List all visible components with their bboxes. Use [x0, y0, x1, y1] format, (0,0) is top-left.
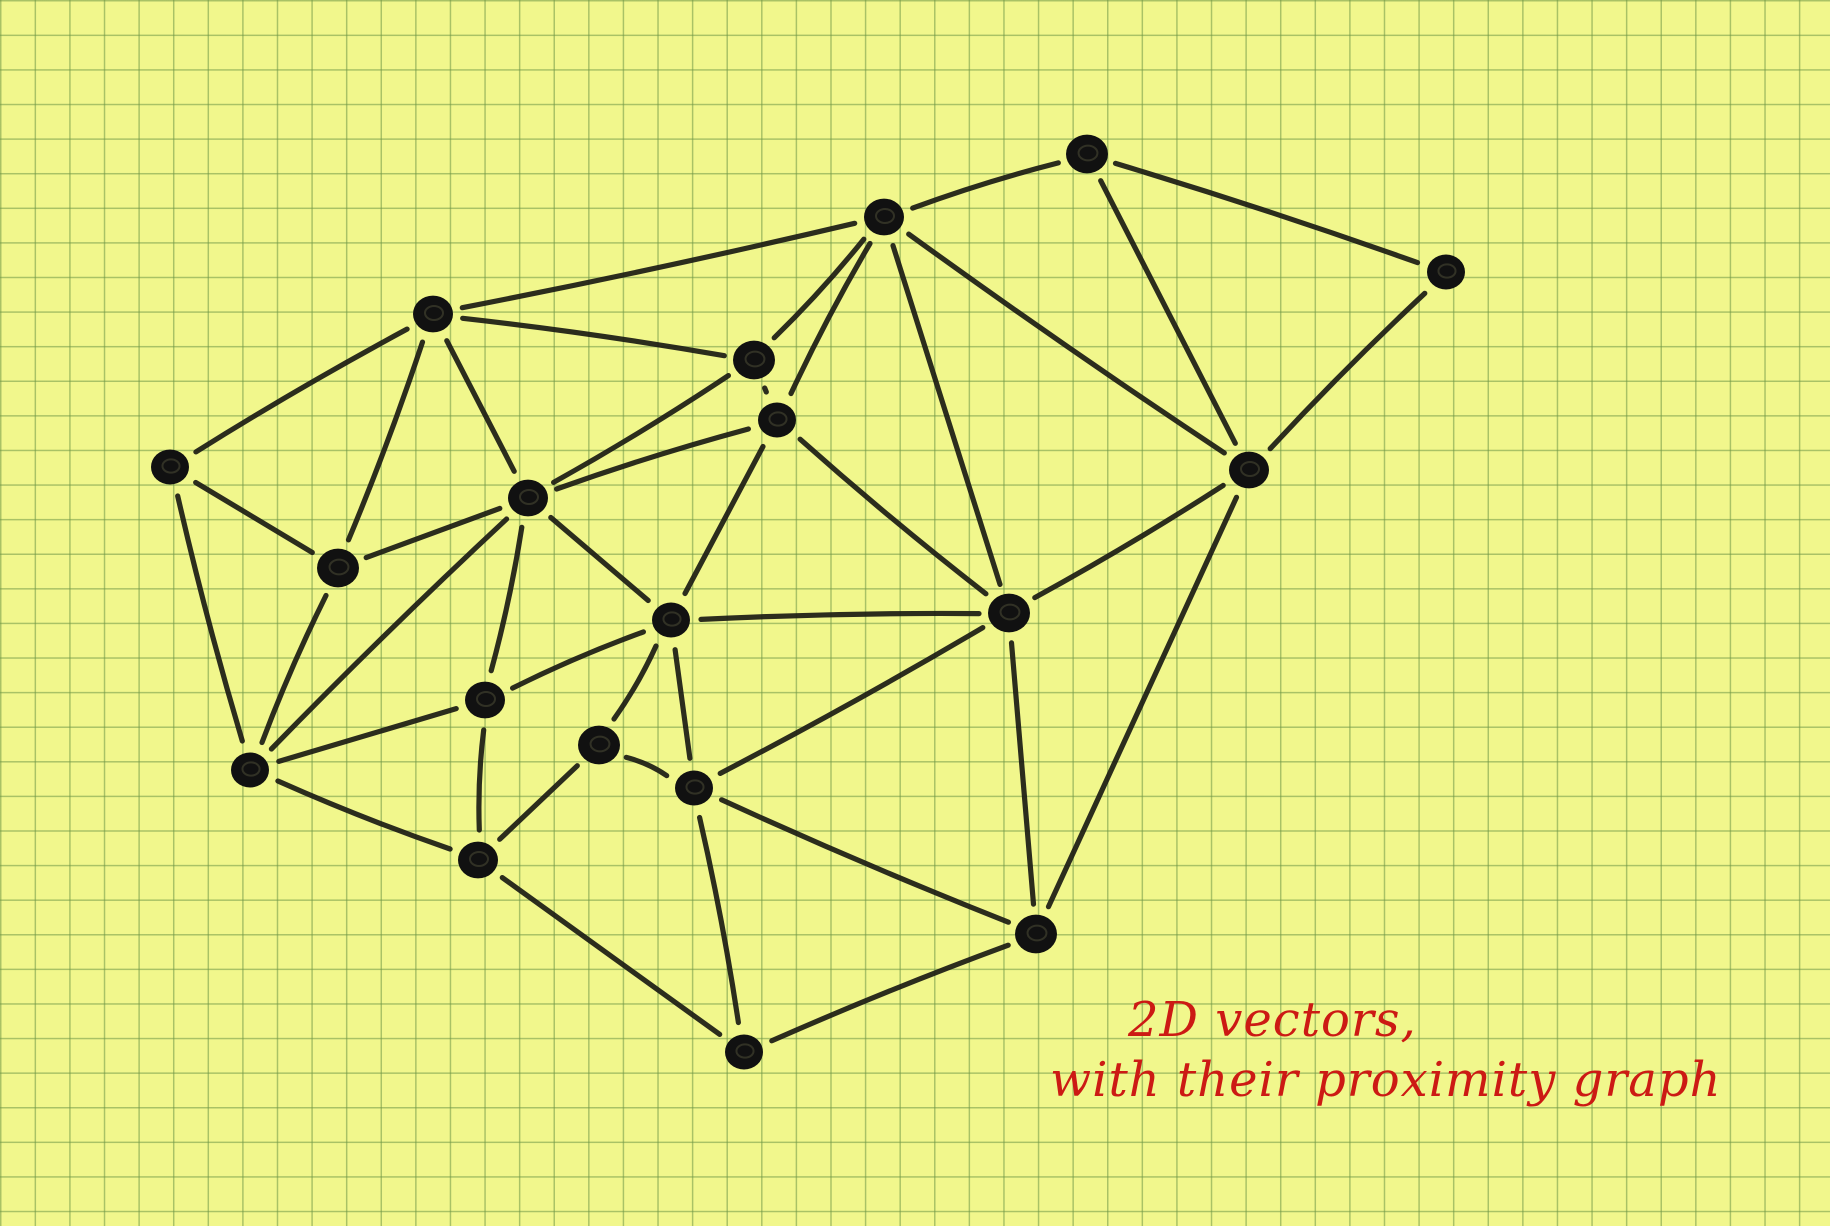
- graph-edge: [682, 443, 766, 597]
- vector-point: [1066, 134, 1108, 174]
- graph-edge: [193, 326, 410, 455]
- vector-point: [1427, 254, 1465, 290]
- caption-line-2: with their proximity graph: [1050, 1052, 1722, 1108]
- graph-edge: [910, 160, 1061, 211]
- graph-edge: [259, 592, 329, 746]
- vector-point: [725, 1034, 763, 1070]
- graph-edge: [510, 629, 646, 691]
- vector-point: [317, 548, 359, 588]
- vector-point: [652, 602, 690, 638]
- vector-point: [864, 198, 904, 236]
- graph-edge: [275, 778, 453, 852]
- vector-point: [413, 295, 453, 333]
- graph-nodes: [151, 134, 1465, 1070]
- graph-edge: [890, 243, 1003, 587]
- graph-edge: [268, 516, 510, 752]
- vector-point: [988, 593, 1030, 633]
- vector-point: [758, 402, 796, 438]
- graph-edge: [906, 231, 1227, 456]
- graph-edge: [488, 524, 525, 674]
- graph-edge: [345, 339, 426, 543]
- vector-point: [508, 479, 548, 517]
- graph-edge: [175, 493, 245, 744]
- graph-edge: [499, 875, 723, 1037]
- vector-point: [465, 681, 505, 719]
- caption-line-1: 2D vectors,: [1128, 992, 1417, 1048]
- graph-edges: [175, 160, 1428, 1044]
- graph-edge: [444, 338, 517, 474]
- graph-edge: [276, 706, 459, 764]
- graph-edge: [497, 763, 580, 842]
- graph-edge: [459, 220, 858, 311]
- graph-edge: [460, 315, 727, 359]
- graph-edge: [771, 236, 867, 341]
- vector-point: [1229, 451, 1269, 489]
- graph-edge: [548, 514, 651, 604]
- graph-edge: [762, 385, 769, 395]
- graph-edge: [717, 625, 986, 776]
- graph-edge: [1267, 290, 1428, 452]
- handwritten-caption: 2D vectors, with their proximity graph: [1050, 990, 1770, 1110]
- graph-edge: [1008, 640, 1037, 907]
- vector-point: [733, 340, 775, 380]
- graph-edge: [719, 797, 1011, 925]
- graph-edge: [788, 240, 873, 397]
- vector-point: [151, 449, 189, 485]
- graph-edge: [551, 373, 731, 485]
- vector-point: [231, 752, 269, 788]
- graph-edge: [797, 436, 989, 597]
- graph-edge: [672, 647, 693, 761]
- graph-edge: [554, 426, 751, 492]
- graph-edge: [1098, 178, 1238, 446]
- graph-edge: [698, 610, 982, 622]
- vector-point: [578, 725, 620, 765]
- vector-point: [675, 770, 713, 806]
- graph-edge: [1032, 482, 1226, 601]
- graph-edge: [623, 754, 670, 779]
- vector-point: [458, 841, 498, 879]
- graph-edge: [697, 814, 741, 1026]
- graph-edge: [1045, 494, 1240, 910]
- graph-edge: [769, 942, 1011, 1044]
- graph-edge: [193, 479, 315, 556]
- graph-edge: [476, 727, 487, 833]
- graph-edge: [611, 643, 659, 722]
- vector-point: [1015, 914, 1057, 954]
- graph-edge: [363, 505, 503, 561]
- graph-edge: [1112, 160, 1421, 266]
